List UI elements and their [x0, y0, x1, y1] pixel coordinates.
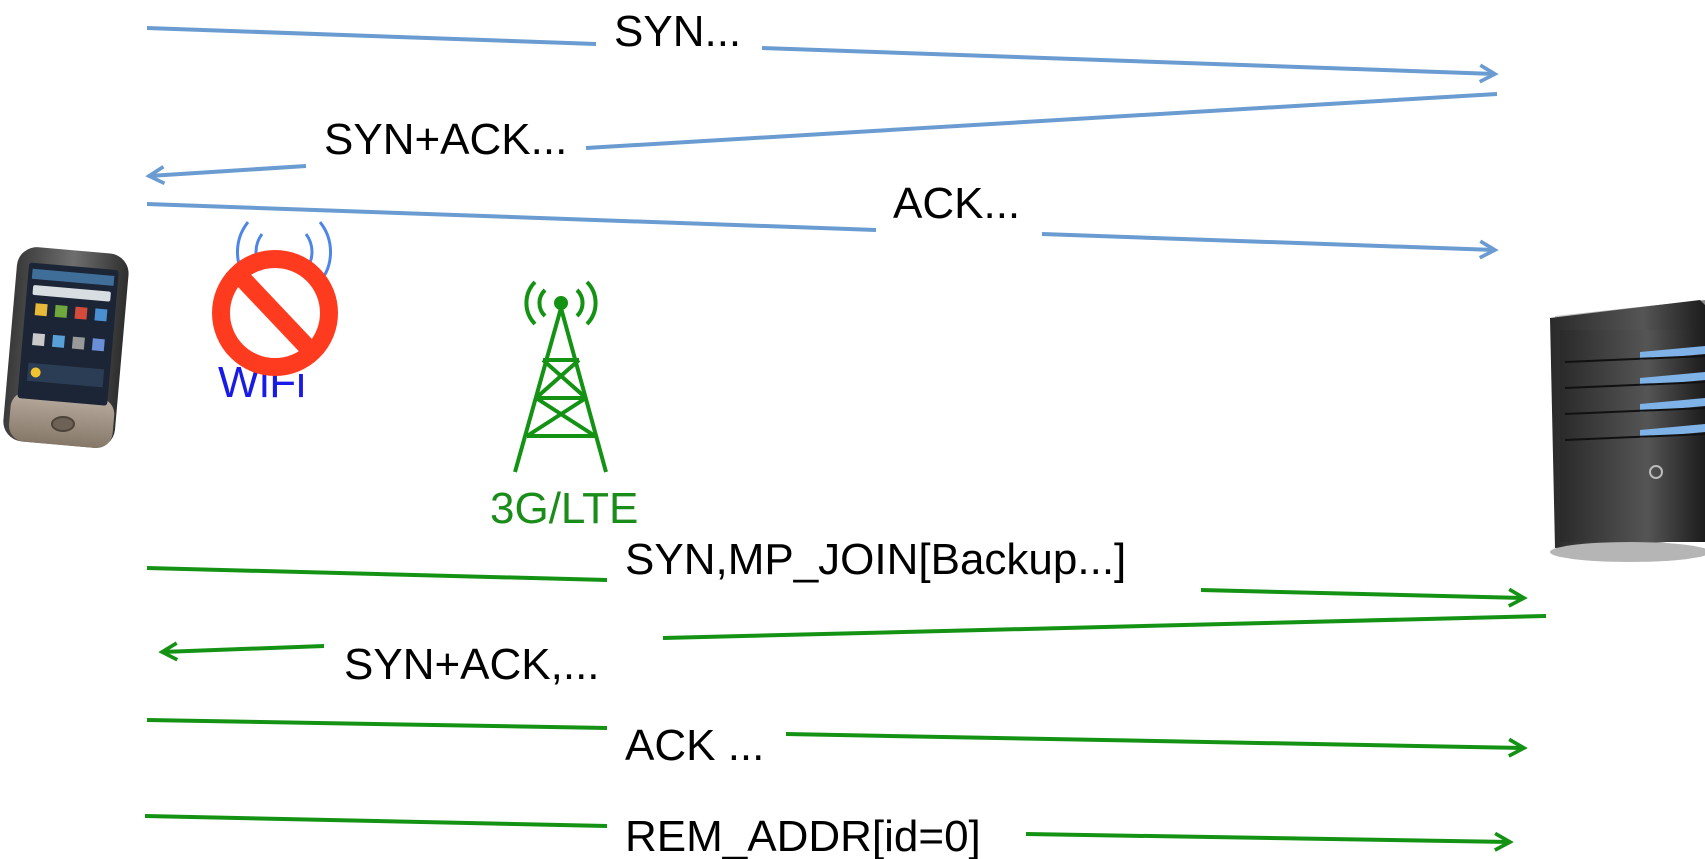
blocked-icon — [212, 250, 338, 376]
arrow-line — [1200, 590, 1524, 598]
message-label: SYN+ACK,... — [344, 640, 600, 689]
arrow-line — [1025, 834, 1510, 842]
arrow-line — [146, 202, 877, 232]
arrow-line — [146, 718, 608, 730]
message-label: SYN,MP_JOIN[Backup...] — [625, 535, 1126, 584]
message-syn: SYN... — [146, 7, 1495, 74]
message-syn-ack-cellular: SYN+ACK,... — [162, 614, 1547, 689]
message-label: ACK... — [893, 179, 1020, 228]
cell-tower-icon — [513, 280, 608, 473]
cellular-label: 3G/LTE — [490, 484, 638, 533]
smartphone-icon — [3, 247, 129, 448]
message-list: SYN... SYN+ACK... ACK... SYN,MP_JOIN[Bac… — [144, 7, 1547, 859]
arrow-line — [146, 566, 608, 582]
wifi-network: WiFi — [212, 221, 338, 407]
message-ack-cellular: ACK ... — [146, 718, 1524, 770]
arrow-line — [162, 646, 325, 652]
arrow-line — [585, 92, 1498, 150]
message-label: SYN+ACK... — [324, 115, 567, 164]
arrow-line — [146, 26, 597, 46]
message-label: ACK ... — [625, 721, 764, 770]
message-label: SYN... — [614, 7, 741, 56]
message-syn-ack: SYN+ACK... — [149, 92, 1498, 176]
arrow-line — [1041, 232, 1495, 250]
message-ack: ACK... — [146, 179, 1495, 250]
arrow-line — [761, 46, 1495, 74]
message-label: REM_ADDR[id=0] — [625, 812, 981, 859]
message-syn-mp-join: SYN,MP_JOIN[Backup...] — [146, 535, 1524, 598]
arrow-line — [662, 614, 1547, 640]
arrow-line — [144, 814, 608, 828]
arrow-line — [149, 164, 307, 176]
arrow-line — [785, 732, 1524, 748]
message-rem-addr: REM_ADDR[id=0] — [144, 812, 1510, 859]
server-tower-icon — [1550, 300, 1705, 562]
